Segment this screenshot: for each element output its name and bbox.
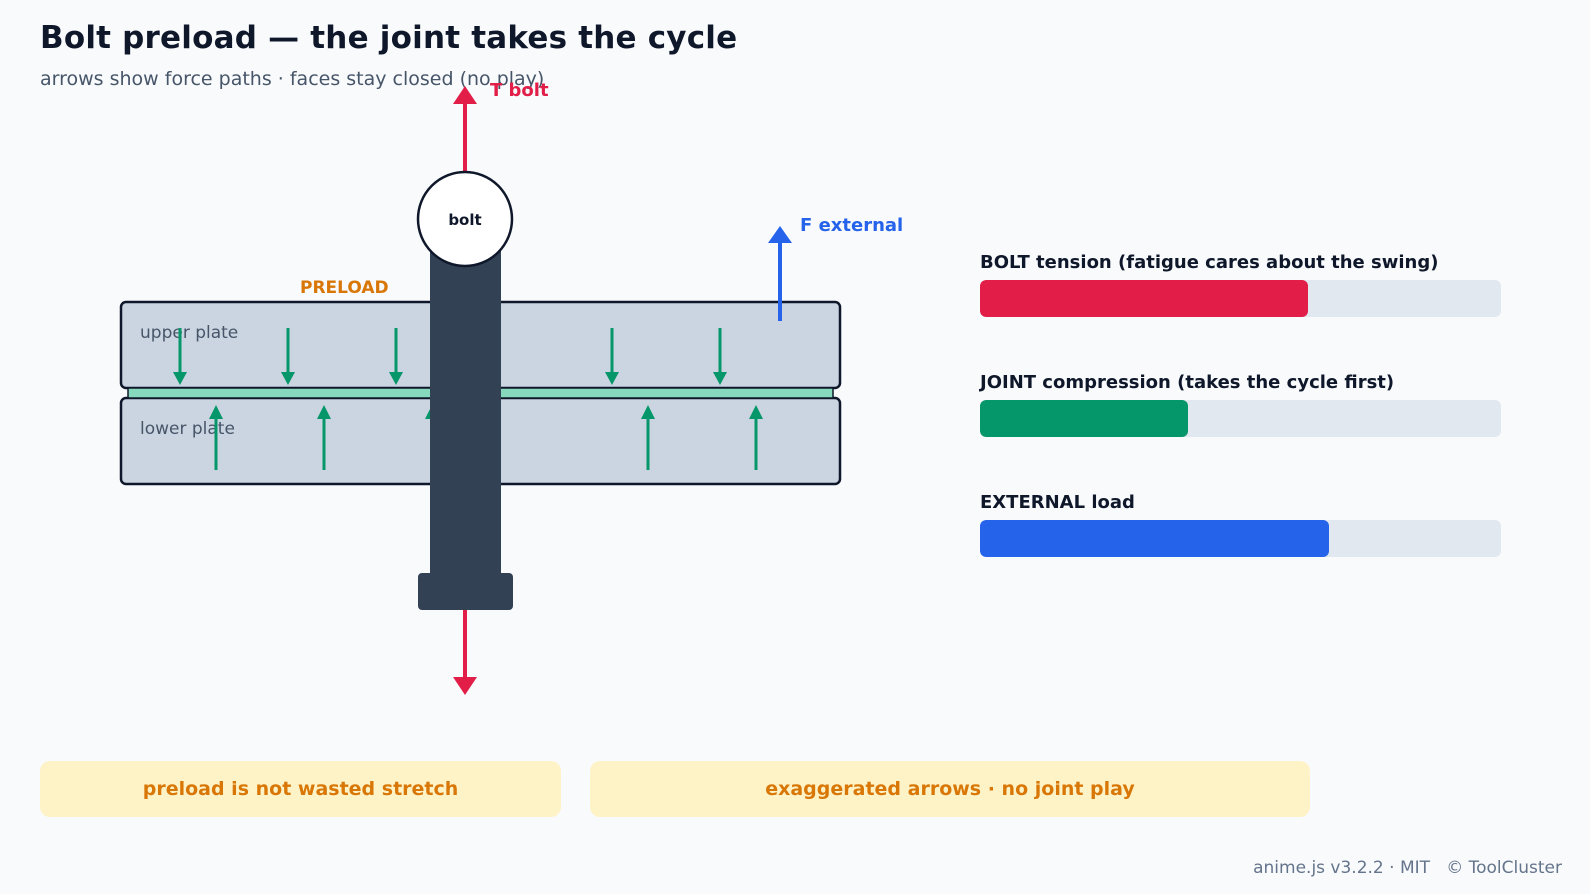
- bolt-tension-arrow-up: [453, 86, 477, 172]
- preload-label: PRELOAD: [300, 278, 389, 298]
- external-force-label: F external: [800, 215, 903, 236]
- compression-arrows-up: [209, 405, 763, 470]
- lower-plate-label: lower plate: [140, 419, 235, 439]
- bolt-tension-label: T bolt: [490, 80, 549, 101]
- upper-plate-label: upper plate: [140, 323, 238, 343]
- meter-track: [980, 400, 1501, 437]
- note-preload: preload is not wasted stretch: [40, 761, 561, 817]
- bolt-nut: [418, 573, 513, 610]
- meter-label: EXTERNAL load: [980, 492, 1135, 513]
- meter-fill: [980, 520, 1330, 557]
- footer-credits: anime.js v3.2.2 · MIT © ToolCluster: [1253, 858, 1562, 878]
- bolt-label: bolt: [448, 211, 481, 229]
- meter-label: BOLT tension (fatigue cares about the sw…: [980, 252, 1439, 273]
- compression-arrows-down: [173, 328, 727, 385]
- meter-fill: [980, 280, 1309, 317]
- meter-label: JOINT compression (takes the cycle first…: [980, 372, 1395, 393]
- meter-track: [980, 280, 1501, 317]
- external-force-arrow: [768, 226, 792, 321]
- page-title: Bolt preload — the joint takes the cycle: [40, 20, 738, 56]
- page-subtitle: arrows show force paths · faces stay clo…: [40, 68, 545, 90]
- bolt-tension-arrow-down: [453, 610, 477, 695]
- note-exaggerated: exaggerated arrows · no joint play: [590, 761, 1310, 817]
- bolt-head: [416, 170, 514, 268]
- meter-fill: [980, 400, 1189, 437]
- bolt-shank: [430, 240, 501, 580]
- meter-track: [980, 520, 1501, 557]
